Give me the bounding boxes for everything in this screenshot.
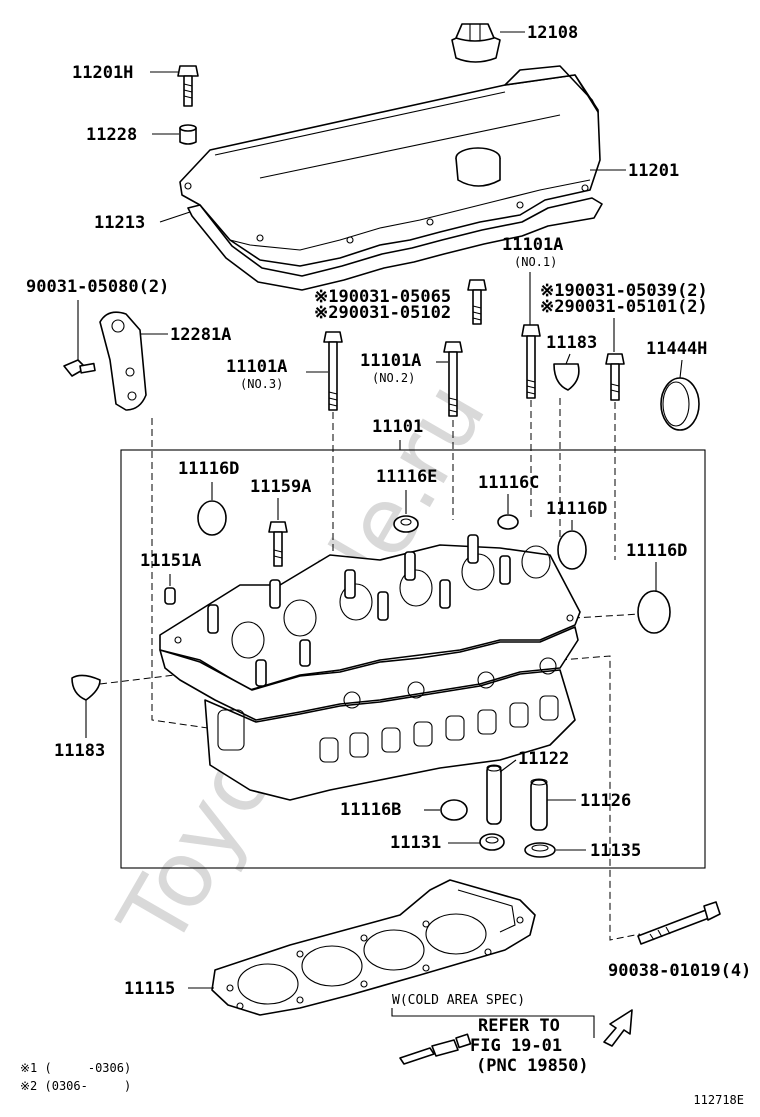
valve-guide-11122	[486, 764, 502, 825]
plug-11116c	[497, 514, 519, 530]
cylinder-head-gasket	[211, 879, 536, 1016]
engine-hanger-12281a	[99, 311, 147, 411]
label-11213: 11213	[94, 213, 145, 233]
oil-filler-cap	[451, 23, 501, 63]
cylinder-head	[159, 534, 581, 801]
plug-11116d-left	[197, 500, 227, 536]
half-moon-plug-top	[553, 363, 580, 391]
label-11183-left: 11183	[54, 741, 105, 761]
dowel-11151a	[164, 587, 176, 605]
label-12281a: 12281A	[170, 325, 231, 345]
label-11135: 11135	[590, 841, 641, 861]
label-11101a-no3: 11101A	[226, 357, 287, 377]
head-bolt-no2	[443, 341, 463, 417]
label-11116d-right: 11116D	[546, 499, 607, 519]
label-11228: 11228	[86, 125, 137, 145]
label-bolt-b1: ※190031-05039(2)	[540, 281, 708, 301]
label-no1: (NO.1)	[514, 255, 557, 269]
refer-line-2: FIG 19-01	[470, 1036, 562, 1056]
label-11159a: 11159A	[250, 477, 311, 497]
glow-plug	[399, 1033, 472, 1065]
head-bolt-no1	[521, 324, 541, 399]
label-11116b: 11116B	[340, 800, 401, 820]
label-bolt-b2: ※290031-05101(2)	[540, 297, 708, 317]
label-11116d-far: 11116D	[626, 541, 687, 561]
label-11126: 11126	[580, 791, 631, 811]
bolt-90038-01019	[637, 901, 721, 945]
head-bolt-no3	[323, 331, 343, 411]
label-12108: 12108	[527, 23, 578, 43]
bolt-11201h	[177, 65, 199, 107]
plug-11444h	[660, 377, 700, 431]
label-11151a: 11151A	[140, 551, 201, 571]
cylinder-head-cover	[179, 65, 601, 267]
label-90038-01019: 90038-01019(4)	[608, 961, 751, 981]
valve-guide-11126	[530, 778, 548, 831]
label-11201: 11201	[628, 161, 679, 181]
label-11116e: 11116E	[376, 467, 437, 487]
grommet-11228	[179, 124, 197, 145]
label-90031-05080: 90031-05080(2)	[26, 277, 169, 297]
label-11101a-no1: 11101A	[502, 235, 563, 255]
footnote-2: ※2 (0306- )	[20, 1079, 131, 1093]
label-no3: (NO.3)	[240, 377, 283, 391]
ring-11131	[479, 833, 505, 851]
figure-id: 112718E	[693, 1093, 744, 1107]
label-bolt-a1: ※190031-05065	[314, 287, 451, 307]
label-11101: 11101	[372, 417, 423, 437]
label-11201h: 11201H	[72, 63, 133, 83]
refer-line-3: (PNC 19850)	[476, 1056, 589, 1076]
head-cover-gasket	[187, 197, 603, 291]
label-11131: 11131	[390, 833, 441, 853]
label-11122: 11122	[518, 749, 569, 769]
label-bolt-a2: ※290031-05102	[314, 303, 451, 323]
footnote-1: ※1 ( -0306)	[20, 1061, 131, 1075]
half-moon-plug-left	[71, 674, 101, 701]
label-11116c: 11116C	[478, 473, 539, 493]
label-11116d-left: 11116D	[178, 459, 239, 479]
refer-arrow	[603, 1009, 633, 1047]
cold-area-spec: W(COLD AREA SPEC)	[392, 993, 525, 1008]
bolt-90031-05065	[467, 279, 487, 325]
plug-11116b	[440, 799, 468, 821]
plug-11116d-far	[637, 590, 671, 634]
head-sub-assembly-frame	[120, 449, 706, 869]
plug-11116d-right	[557, 530, 587, 570]
ring-11135	[524, 842, 556, 858]
label-no2: (NO.2)	[372, 371, 415, 385]
label-11115: 11115	[124, 979, 175, 999]
label-11183-top: 11183	[546, 333, 597, 353]
bolt-90031-05039	[605, 353, 625, 401]
label-11101a-no2: 11101A	[360, 351, 421, 371]
bolt-90031-05080	[63, 359, 96, 377]
label-11444h: 11444H	[646, 339, 707, 359]
stud-11159a	[268, 521, 288, 567]
refer-line-1: REFER TO	[478, 1016, 560, 1036]
plug-11116e	[393, 515, 419, 533]
